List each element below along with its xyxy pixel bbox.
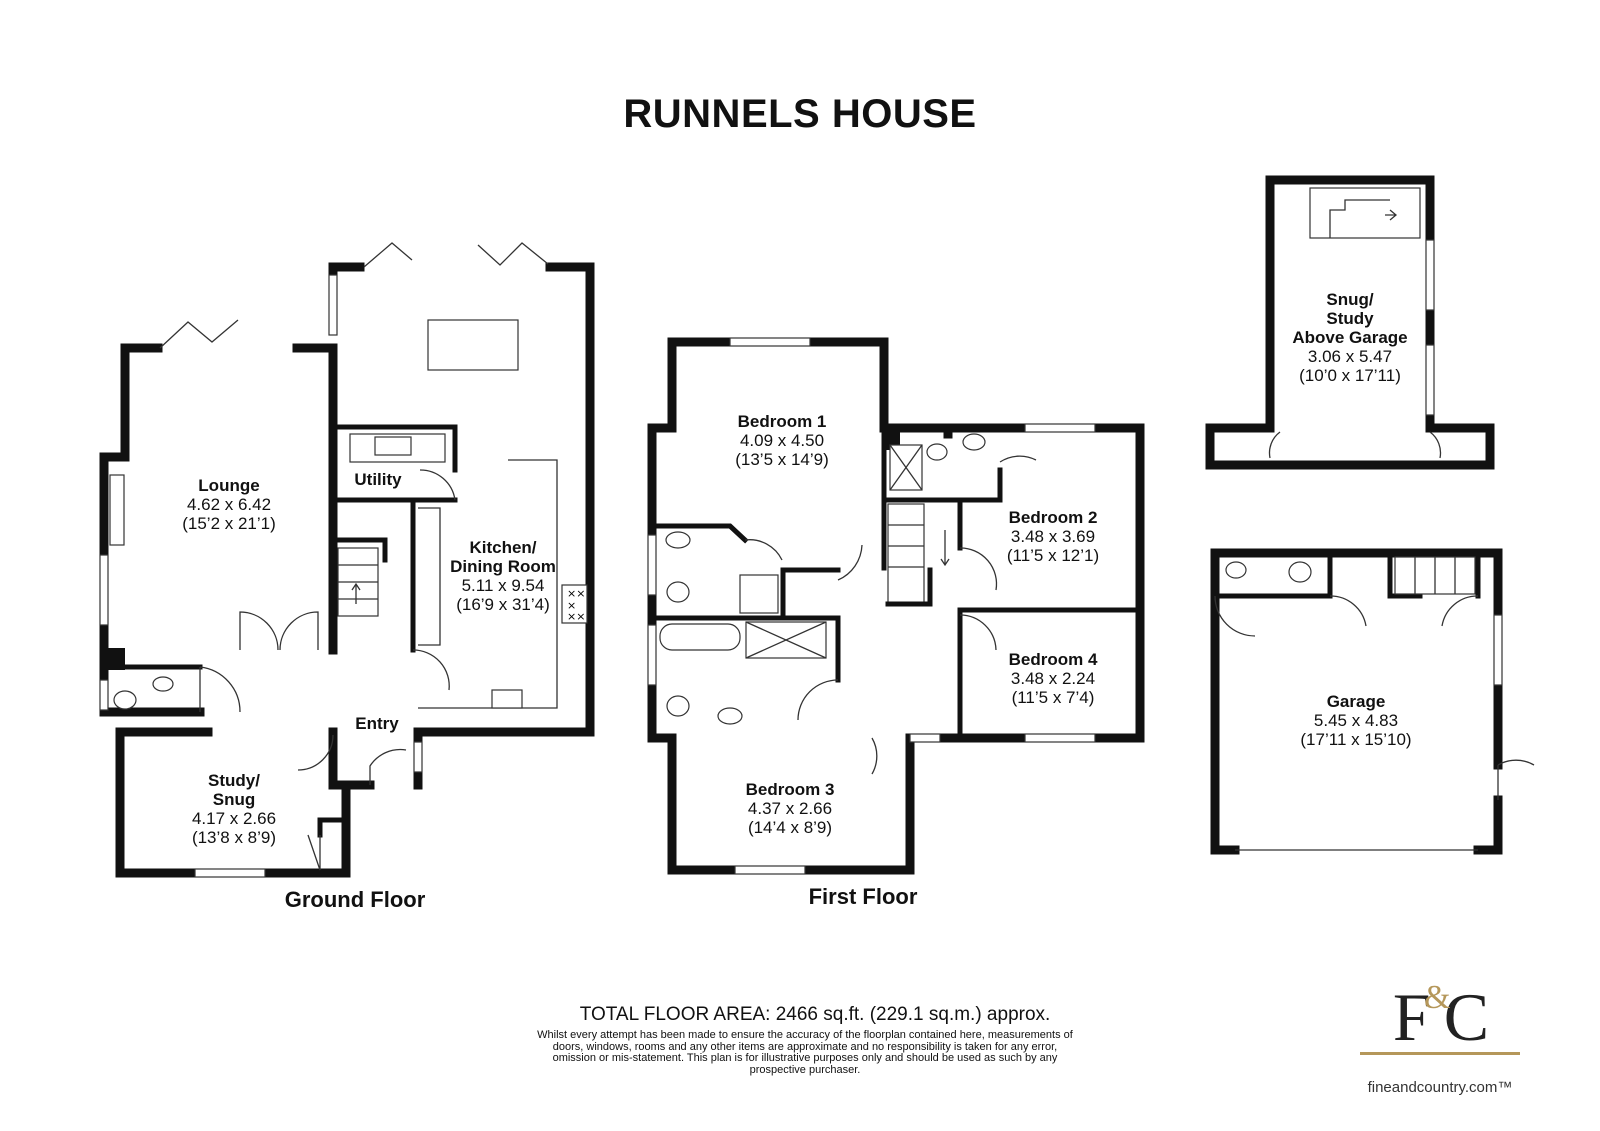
window-icon [413,741,423,773]
kitchen-island [427,319,519,371]
toilet-icon [666,695,690,717]
fireplace-icon [109,474,125,546]
stairs-icon [1309,187,1421,239]
window-icon [1425,344,1435,416]
logo-rule [1360,1052,1520,1055]
sink-icon [491,689,523,709]
garage-plan [1210,548,1535,855]
hob-icon: ×× × ×× [561,584,588,624]
svg-text:××: ×× [567,610,585,623]
toilet-icon [1288,561,1312,583]
room-label-snug-above-garage: Snug/ Study Above Garage 3.06 x 5.47 (10… [1292,290,1408,385]
svg-text:××: ×× [567,587,585,600]
window-icon [1024,423,1096,433]
ground-floor-title: Ground Floor [284,887,426,912]
basin-icon [1225,561,1247,579]
room-label-entry: Entry [355,714,399,733]
basin-icon [717,707,743,725]
window-icon [99,554,109,626]
window-icon [1493,614,1503,686]
window-icon [909,733,941,743]
utility-sink-icon [374,436,412,456]
toilet-icon [113,690,137,710]
room-label-study: Study/ Snug 4.17 x 2.66 (13’8 x 8’9) [191,771,277,847]
room-label-bedroom-1: Bedroom 1 4.09 x 4.50 (13’5 x 14’9) [735,412,829,469]
window-icon [729,337,811,347]
toilet-icon [926,443,948,461]
toilet-icon [666,581,690,603]
window-icon [647,534,657,596]
room-label-garage: Garage 5.45 x 4.83 (17’11 x 15’10) [1300,692,1412,749]
window-icon [194,868,266,878]
total-floor-area: TOTAL FLOOR AREA: 2466 sq.ft. (229.1 sq.… [579,1004,1051,1025]
room-label-bedroom-2: Bedroom 2 3.48 x 3.69 (11’5 x 12’1) [1006,508,1100,565]
window-icon [647,624,657,686]
room-label-kitchen: Kitchen/ Dining Room 5.11 x 9.54 (16’9 x… [450,538,556,614]
stairs-icon [887,503,925,605]
window-icon [1425,239,1435,311]
window-icon [1024,733,1096,743]
ground-floor-plan: ×× × ×× [99,242,595,878]
plan-title: RUNNELS HOUSE [623,92,977,136]
fine-and-country-logo: F C & fineandcountry.com™ [1360,979,1520,1105]
disclaimer-text: Whilst every attempt has been made to en… [537,1029,1073,1076]
basin-icon [665,531,691,549]
snug-above-garage-plan [1205,175,1495,470]
basin-icon [962,433,986,451]
basin-icon [152,676,174,692]
svg-text:×: × [567,599,576,612]
logo-url: fineandcountry.com™ [1367,1079,1513,1096]
first-floor-title: First Floor [808,884,918,909]
room-label-lounge: Lounge 4.62 x 6.42 (15’2 x 21’1) [182,476,276,533]
logo-letters: F C [1392,979,1489,1055]
logo-ampersand: & [1424,979,1451,1016]
bath-icon [659,623,741,651]
first-floor-plan [647,337,1145,875]
room-label-utility: Utility [354,470,402,489]
room-label-bedroom-3: Bedroom 3 4.37 x 2.66 (14’4 x 8’9) [745,780,835,837]
shower-icon [739,574,779,614]
window-icon [328,274,338,336]
window-icon [734,865,806,875]
room-label-bedroom-4: Bedroom 4 3.48 x 2.24 (11’5 x 7’4) [1008,650,1098,707]
window-icon [99,679,109,711]
